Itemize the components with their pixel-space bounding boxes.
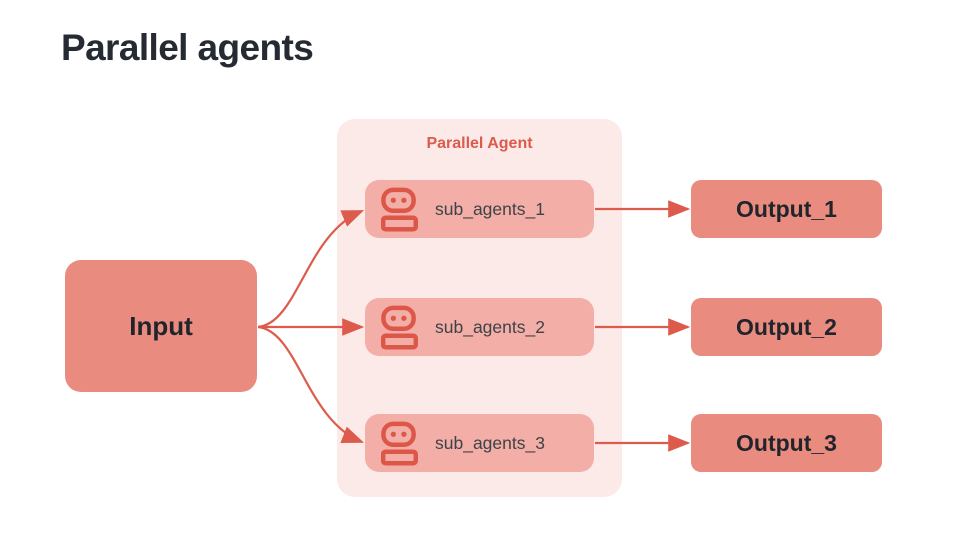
output-node-label: Output_3 [736, 429, 837, 456]
subagent-node-1: sub_agents_1 [365, 180, 594, 238]
subagent-label: sub_agents_2 [435, 316, 545, 337]
robot-icon [381, 305, 418, 350]
output-node-1: Output_1 [691, 180, 882, 238]
arrow-input-to-subagent-1 [257, 209, 365, 329]
subagent-label: sub_agents_3 [435, 432, 545, 453]
subagent-node-3: sub_agents_3 [365, 414, 594, 472]
input-node: Input [65, 260, 257, 392]
page-title: Parallel agents [61, 27, 314, 68]
robot-icon [381, 187, 418, 232]
subagent-node-2: sub_agents_2 [365, 298, 594, 356]
output-node-3: Output_3 [691, 414, 882, 472]
parallel-agent-group-label: Parallel Agent [426, 135, 533, 152]
arrow-input-to-subagent-3 [257, 325, 365, 444]
input-node-label: Input [129, 310, 193, 341]
output-node-2: Output_2 [691, 298, 882, 356]
output-node-label: Output_2 [736, 313, 837, 340]
output-node-label: Output_1 [736, 195, 837, 222]
subagent-label: sub_agents_1 [435, 198, 545, 219]
robot-icon [381, 421, 418, 466]
